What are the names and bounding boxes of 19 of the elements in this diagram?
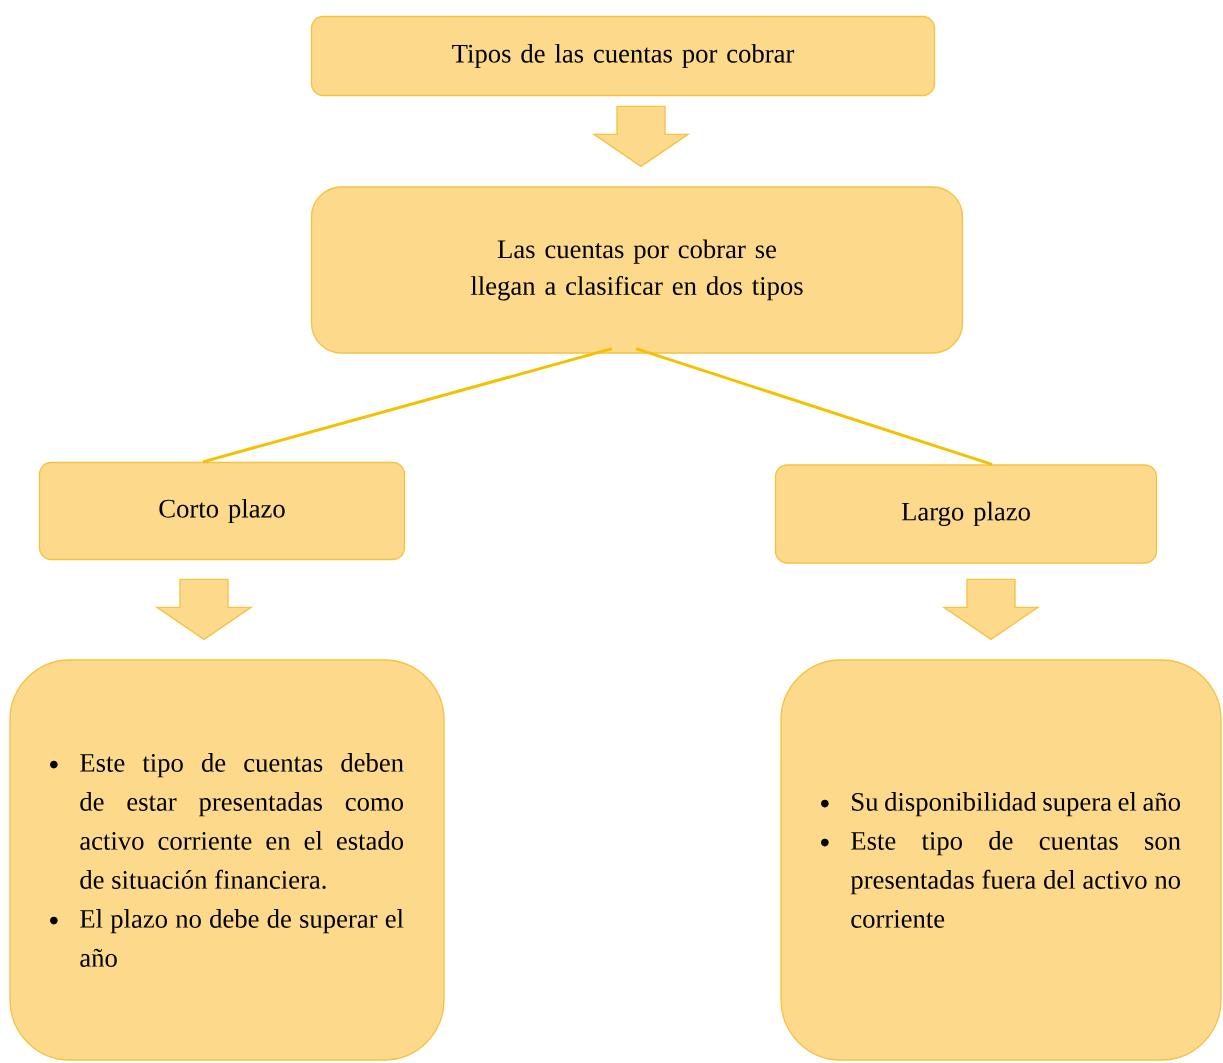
box-text: Largo plazo xyxy=(901,501,1030,527)
process-box xyxy=(774,464,1158,564)
bullet-text: Este tipo de cuentas son presentadas fuera del activo no corriente xyxy=(850,831,1181,928)
rounded-box xyxy=(780,659,1222,1061)
box-text: Tipos de las cuentas por cobrar xyxy=(452,43,795,69)
connector-line xyxy=(202,347,613,464)
bullet-text: El plazo no debe de superar el año xyxy=(80,909,404,967)
process-box xyxy=(310,15,936,97)
block-arrow xyxy=(154,578,254,641)
process-box xyxy=(38,461,406,561)
block-arrow xyxy=(941,578,1041,641)
box-text: Las cuentas por cobrar se llegan a clasificar en dos tipos xyxy=(470,239,803,301)
bullet-text: Este tipo de cuentas deben de estar presentadas como activo corriente en el estado de situación financiera. xyxy=(80,753,404,889)
bullet-text: Su disponibilidad supera el año xyxy=(852,792,1180,817)
block-arrow xyxy=(591,105,691,168)
connector-line xyxy=(635,347,993,466)
process-box xyxy=(310,186,964,354)
box-text: Corto plazo xyxy=(159,498,285,524)
rounded-box xyxy=(9,659,445,1061)
